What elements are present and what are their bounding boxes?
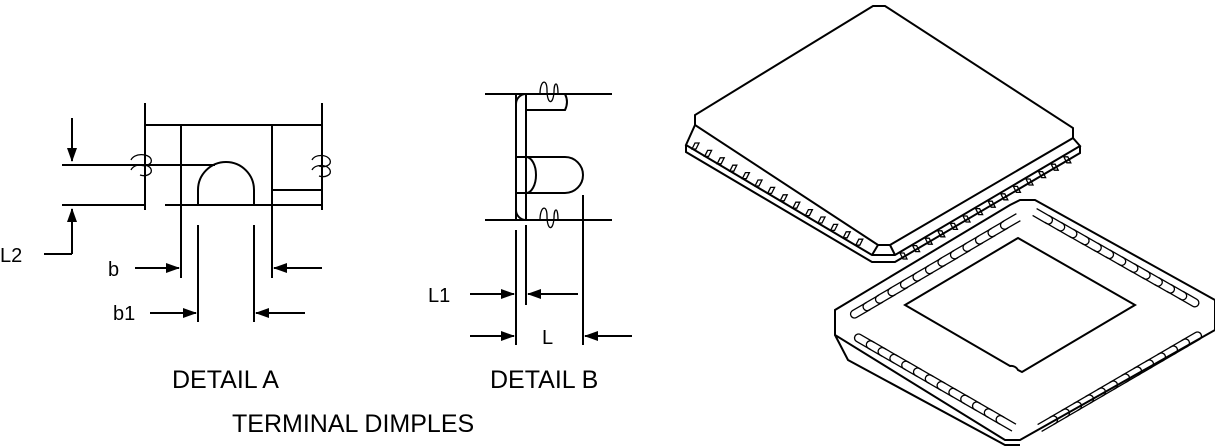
terminal-pad [862, 294, 884, 312]
terminal-pad [987, 220, 1009, 238]
package-pin [987, 200, 997, 208]
package-pin [779, 194, 789, 202]
package-pin [974, 207, 984, 216]
package-pin [924, 237, 934, 245]
label-l1: L1 [428, 285, 450, 307]
label-l2: L2 [0, 245, 22, 267]
package-pin [949, 222, 959, 231]
terminal-pad [949, 242, 971, 260]
top-package-pins-left [690, 142, 864, 246]
terminal-pad [960, 394, 981, 412]
terminal-pad [901, 360, 922, 378]
detail-a: L2 b b1 DETAIL A [0, 103, 331, 394]
bottom-package-pads-upper-left [849, 213, 1021, 319]
terminal-dimples-caption: TERMINAL DIMPLES [232, 410, 474, 438]
terminal-pad [999, 213, 1021, 230]
package-pin [936, 230, 946, 238]
terminal-pad [874, 287, 896, 304]
package-pin [999, 193, 1009, 201]
detail-a-dimension-b1 [150, 225, 305, 322]
package-pin [816, 216, 827, 224]
label-b1: b1 [113, 303, 135, 325]
detail-a-break-marks [130, 153, 331, 178]
package-pin [766, 186, 776, 195]
terminal-pad [983, 408, 1005, 425]
package-pin [1024, 178, 1035, 186]
terminal-pad [924, 257, 946, 275]
package-pin [716, 157, 726, 165]
detail-b-outline [485, 93, 612, 221]
terminal-pad [912, 367, 934, 385]
package-pin [741, 171, 751, 180]
detail-a-dimension-l2 [44, 118, 77, 255]
terminal-pad [948, 387, 970, 405]
package-pin [898, 252, 909, 260]
detail-a-outline [62, 103, 323, 210]
package-pin [842, 231, 852, 239]
terminal-pad [924, 374, 946, 391]
label-b: b [108, 259, 119, 281]
terminal-pad [1178, 290, 1200, 308]
terminal-pad [887, 279, 909, 297]
package-pin [1037, 170, 1047, 179]
qfn-package-top-iso [684, 5, 1082, 263]
package-pin [961, 215, 972, 223]
package-pin [911, 244, 921, 253]
qfn-package-bottom-iso [834, 199, 1215, 446]
bottom-package-pads-upper-right [1032, 207, 1200, 308]
terminal-pad [1181, 331, 1203, 349]
bottom-package-pads-lower-right [1037, 331, 1203, 433]
package-pin [1062, 156, 1072, 164]
detail-a-caption: DETAIL A [172, 366, 279, 394]
detail-b-break-marks [539, 81, 559, 229]
top-package-pins-right [898, 156, 1072, 260]
package-pin [728, 164, 738, 172]
package-pin [854, 238, 864, 246]
detail-a-dimension-b [135, 205, 322, 278]
terminal-pad [937, 250, 959, 267]
detail-b-caption: DETAIL B [490, 366, 598, 394]
package-pin [829, 223, 839, 232]
detail-b-dimension-l [470, 195, 632, 345]
package-pin [804, 208, 814, 217]
terminal-pad [912, 264, 934, 282]
package-pin [753, 179, 764, 187]
package-pin [690, 142, 701, 150]
terminal-pad [849, 301, 871, 319]
package-pin [703, 149, 713, 158]
terminal-pad [865, 340, 887, 357]
terminal-pad [974, 227, 996, 245]
terminal-pad [877, 346, 899, 364]
label-l: L [542, 327, 553, 349]
terminal-pad [853, 333, 875, 351]
terminal-pad [995, 414, 1017, 432]
package-pin [791, 201, 801, 209]
detail-b-dimension-l1 [470, 225, 578, 345]
terminal-pad [889, 353, 911, 371]
terminal-pad [936, 380, 958, 398]
package-pin [1012, 185, 1022, 194]
bottom-package-pads-lower-left [853, 333, 1017, 432]
terminal-pad [962, 235, 984, 253]
terminal-pad [899, 272, 921, 290]
terminal-pad [971, 401, 993, 419]
package-pin [1050, 163, 1060, 171]
detail-b: L1 L DETAIL B [428, 81, 632, 394]
